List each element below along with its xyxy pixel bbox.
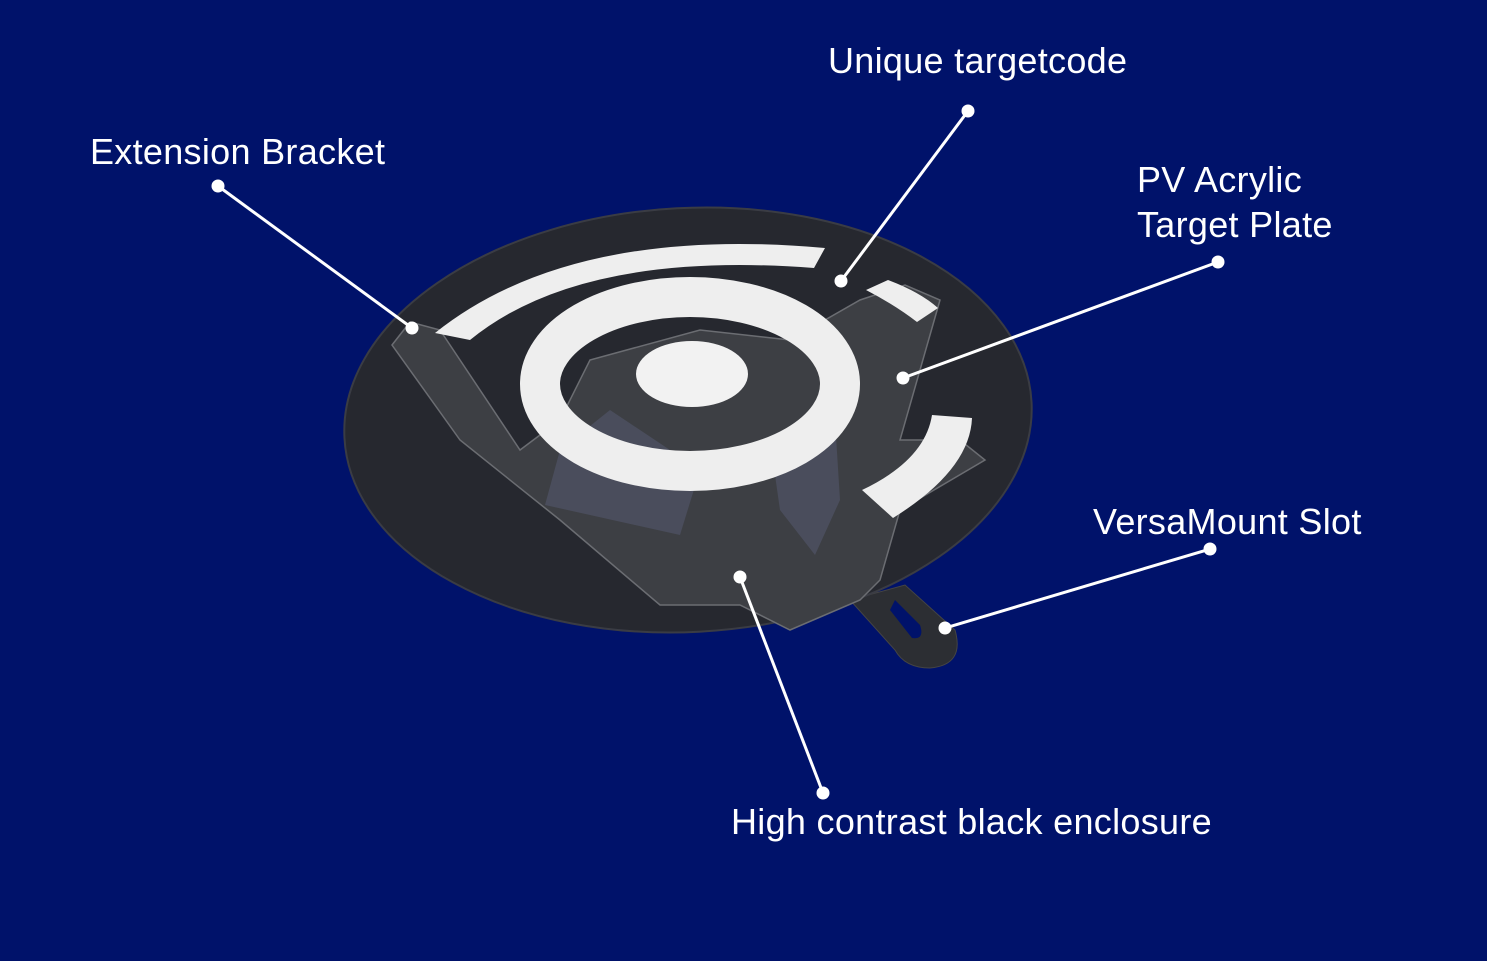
targetcode-right-arc-2	[862, 415, 972, 518]
leader-pv-acrylic	[902, 260, 1219, 380]
target-center	[636, 341, 748, 407]
leader-enclosure	[738, 576, 825, 794]
versamount-slot-tab	[849, 584, 958, 669]
label-unique-targetcode: Unique targetcode	[828, 40, 1128, 81]
label-pv-acrylic-line2: Target Plate	[1137, 204, 1333, 245]
leader-unique-targetcode	[839, 110, 970, 282]
label-extension-bracket: Extension Bracket	[90, 131, 386, 172]
leader-versamount-slot	[944, 547, 1211, 630]
target-ring	[520, 277, 860, 491]
label-versamount-slot: VersaMount Slot	[1093, 501, 1362, 542]
leader-extension-bracket	[217, 184, 413, 330]
targetcode-outer-arc	[435, 243, 825, 340]
label-pv-acrylic-line1: PV Acrylic	[1137, 159, 1303, 200]
targetcode-right-arc-1	[866, 280, 938, 322]
label-enclosure: High contrast black enclosure	[731, 801, 1212, 842]
